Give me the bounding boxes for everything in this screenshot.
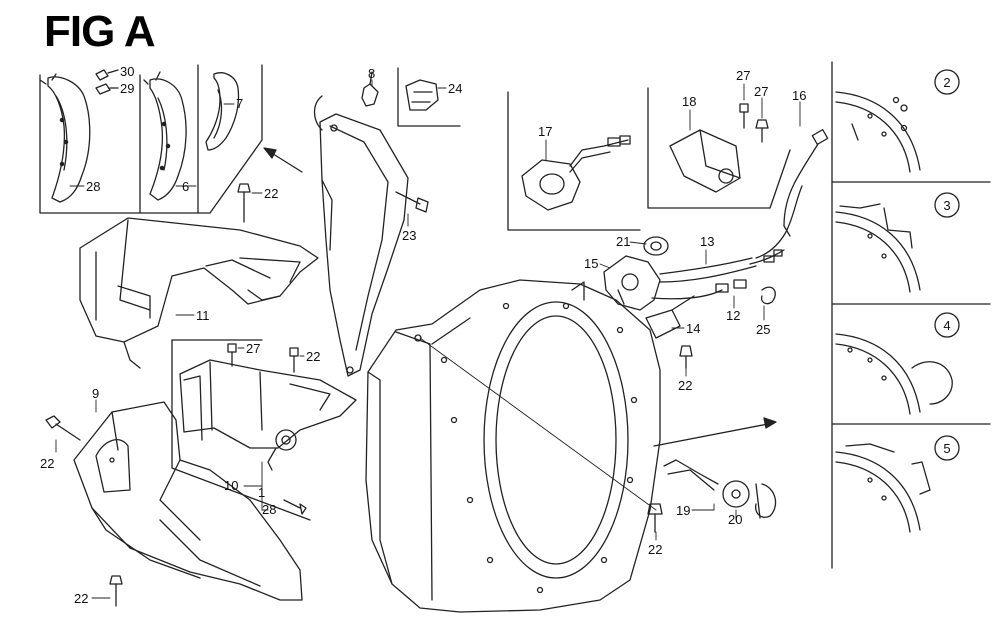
- callout-27-inset-side: 27: [754, 84, 768, 99]
- callout-29: 29: [120, 81, 134, 96]
- callout-13: 13: [700, 234, 714, 249]
- inset-part-17: [507, 91, 641, 231]
- callout-15: 15: [584, 256, 598, 271]
- variant-3-drawing: [835, 203, 921, 293]
- inset-part-18: [647, 87, 791, 209]
- part-9-lower-shroud: [73, 401, 303, 601]
- callout-23: 23: [402, 228, 416, 243]
- part-17-switch: [521, 135, 631, 211]
- part-24-clamp: [405, 79, 439, 111]
- callout-27-inset-top: 27: [736, 68, 750, 83]
- callout-19: 19: [676, 503, 690, 518]
- callout-6: 6: [182, 179, 189, 194]
- variant-badge-2: 2: [943, 75, 950, 90]
- callout-22-left: 22: [40, 456, 54, 471]
- part-8-clip: [361, 71, 379, 107]
- inset-top-left: [39, 64, 263, 214]
- figure-title: FIG A: [44, 7, 156, 56]
- bolt-27-inset-top: [739, 103, 749, 129]
- direction-arrow-left: [263, 147, 303, 173]
- part-10-bracket: [179, 359, 357, 471]
- inset-part-24: [397, 67, 461, 127]
- bolt-22-left: [45, 415, 81, 441]
- part-15-switch-base: [603, 255, 661, 311]
- callout-8: 8: [368, 66, 375, 81]
- part-14-capacitor: [645, 295, 695, 339]
- callout-10: 10: [224, 478, 238, 493]
- callout-9: 9: [92, 386, 99, 401]
- part-16-wire: [783, 129, 829, 237]
- part-29-30-screws: [95, 69, 119, 95]
- part-7-cover: [205, 72, 240, 151]
- main-fan-shroud: [365, 279, 661, 613]
- callout-12: 12: [726, 308, 740, 323]
- bolt-22-upper-left: [237, 183, 251, 223]
- callout-18: 18: [682, 94, 696, 109]
- part-25-clip: [760, 286, 776, 305]
- bolt-22-bottom: [109, 575, 123, 607]
- callout-22-housing: 22: [648, 542, 662, 557]
- bolt-22-bracket: [289, 347, 299, 373]
- variant-badge-4: 4: [943, 318, 950, 333]
- callout-20: 20: [728, 512, 742, 527]
- callout-17: 17: [538, 124, 552, 139]
- variant-badges: [934, 69, 960, 461]
- callout-22-bracket: 22: [306, 349, 320, 364]
- bolt-22-housing: [647, 503, 663, 533]
- variant-2-drawing: [835, 91, 921, 173]
- callout-21: 21: [616, 234, 630, 249]
- callout-14: 14: [686, 321, 700, 336]
- callout-28-top: 28: [86, 179, 100, 194]
- callout-11: 11: [196, 308, 210, 323]
- part-23-side-shroud: [313, 95, 409, 377]
- callout-27-bracket: 27: [246, 341, 260, 356]
- part-18-bracket: [669, 129, 741, 193]
- callout-22-electrical: 22: [678, 378, 692, 393]
- callout-7: 7: [236, 96, 243, 111]
- callout-25: 25: [756, 322, 770, 337]
- leader-lines: [55, 69, 801, 599]
- callout-16: 16: [792, 88, 806, 103]
- bolt-27-bracket: [227, 343, 237, 367]
- bolt-23: [395, 191, 429, 213]
- part-11-upper-shroud: [79, 217, 319, 369]
- variant-4-drawing: [835, 333, 953, 415]
- wire-harness: [651, 185, 803, 300]
- callout-28-lower: 28: [262, 502, 276, 517]
- bolt-22-electrical: [679, 345, 693, 369]
- part-19-20-connector: [663, 459, 777, 519]
- variant-panels-frame: [831, 61, 991, 569]
- part-28-cover: [39, 73, 91, 203]
- bolt-small-28b: [283, 499, 307, 515]
- callout-30: 30: [120, 64, 134, 79]
- callout-22-upper-left: 22: [264, 186, 278, 201]
- callout-24: 24: [448, 81, 462, 96]
- variant-5-drawing: [835, 443, 931, 533]
- variant-badge-3: 3: [943, 198, 950, 213]
- part-6-cover: [143, 71, 187, 201]
- direction-arrow-right: [653, 417, 777, 447]
- bolt-27-inset-side: [755, 119, 769, 143]
- callout-1: 1: [258, 485, 265, 500]
- inset-part-10: [171, 339, 311, 521]
- variant-badge-5: 5: [943, 441, 950, 456]
- part-21-knob: [643, 236, 669, 256]
- callout-22-bottom: 22: [74, 591, 88, 606]
